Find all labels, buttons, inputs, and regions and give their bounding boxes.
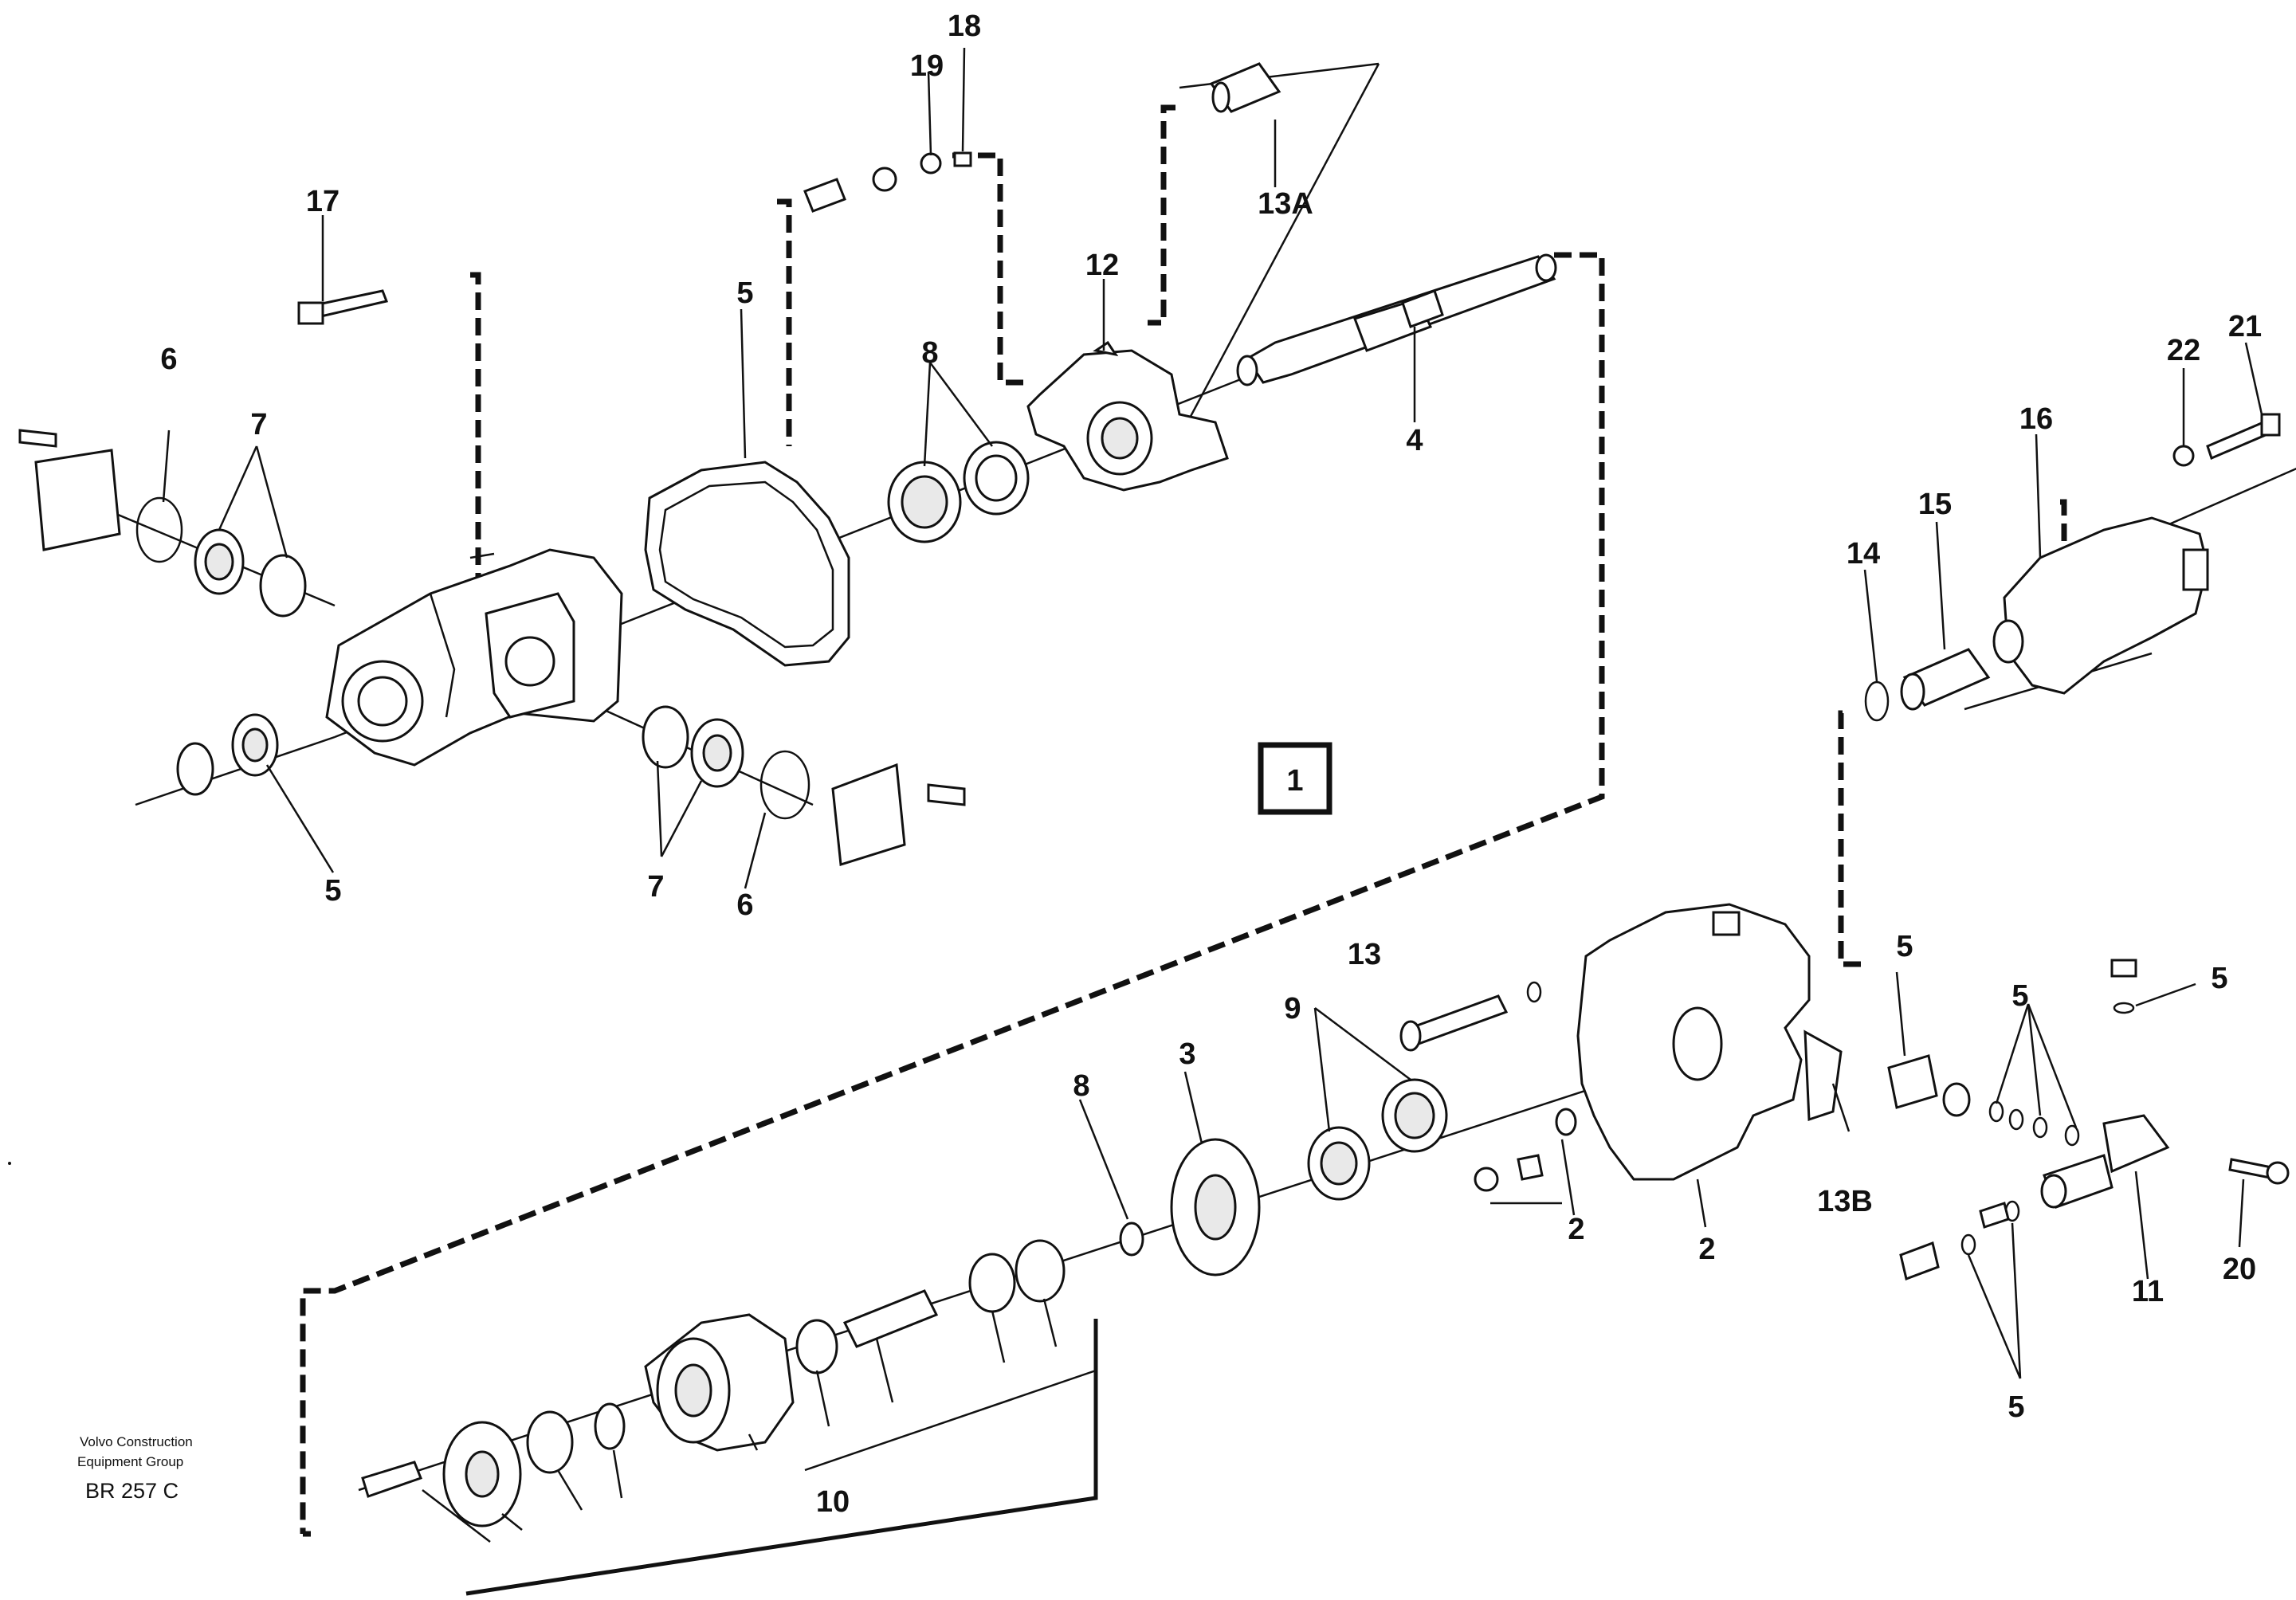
- label-21: 21: [2228, 310, 2262, 343]
- credit-block: Volvo Construction Equipment Group BR 25…: [77, 1434, 193, 1503]
- o-ring-upper-left-6: [135, 496, 183, 563]
- label-5-gasket: 5: [736, 276, 753, 310]
- leader-lines: [162, 47, 2263, 1379]
- o-ring-14: [1864, 680, 1890, 722]
- cover-plate-upper-left: [18, 429, 121, 551]
- label-16: 16: [2019, 402, 2053, 436]
- label-5-top-right: 5: [2211, 962, 2227, 995]
- label-12: 12: [1085, 249, 1119, 282]
- bearing-set-upper-8: [887, 441, 1030, 543]
- coupling-15: [1900, 648, 1991, 711]
- label-5-cover: 5: [1896, 930, 1913, 963]
- pin-13: [1399, 981, 1542, 1052]
- label-5-bottom: 5: [2008, 1390, 2024, 1424]
- label-7-upper: 7: [250, 408, 267, 441]
- bracket-10-ticks: [422, 1298, 1058, 1543]
- screw-washer-21-22: [2172, 413, 2281, 467]
- credit-line-2: Equipment Group: [77, 1454, 183, 1469]
- label-17: 17: [306, 185, 339, 218]
- seal-bearing-left-5: [176, 713, 279, 796]
- label-11: 11: [2132, 1275, 2164, 1308]
- label-6-lower: 6: [736, 888, 753, 922]
- label-5-seals: 5: [2011, 979, 2028, 1013]
- label-9: 9: [1284, 992, 1301, 1025]
- label-19: 19: [910, 49, 944, 83]
- pump-housing: [325, 548, 623, 767]
- label-3: 3: [1179, 1037, 1195, 1071]
- cover-plate-lower: [831, 763, 966, 866]
- lever-11: [2040, 959, 2170, 1209]
- dashed-group-lines: [300, 104, 2067, 1596]
- valve-parts-18-19: [803, 151, 972, 213]
- lower-small-parts-5: [1899, 1200, 2020, 1281]
- label-2-small: 2: [1568, 1213, 1584, 1246]
- label-6-upper: 6: [160, 343, 177, 376]
- label-8-upper: 8: [921, 336, 938, 370]
- sleeve-13a: [1209, 62, 1281, 113]
- label-5-left: 5: [324, 874, 341, 908]
- bearing-lower-7: [642, 705, 744, 788]
- valve-plate-2: [1576, 903, 1843, 1181]
- label-7-lower: 7: [647, 870, 664, 904]
- seal-rings-5: [1942, 1082, 2080, 1147]
- label-18: 18: [948, 10, 981, 43]
- label-2-plate: 2: [1698, 1233, 1715, 1266]
- shaft-4: [1236, 253, 1557, 386]
- bearing-set-9: [1307, 1078, 1448, 1201]
- cradle-part-12: [1026, 340, 1229, 492]
- label-22: 22: [2167, 334, 2200, 367]
- screw-20: [2228, 1158, 2290, 1185]
- bearing-upper-left-7: [194, 528, 307, 618]
- screw-17: [297, 289, 389, 325]
- bracket-10: [804, 1319, 1097, 1472]
- washer-lower-8: [1119, 1222, 1144, 1257]
- label-20: 20: [2223, 1253, 2256, 1286]
- label-13: 13: [1348, 938, 1381, 971]
- label-10: 10: [816, 1485, 850, 1519]
- rotating-group-10: [361, 1239, 1066, 1527]
- label-8-lower: 8: [1073, 1069, 1089, 1103]
- stray-dot: [8, 1162, 11, 1165]
- callout-box-1: [1258, 742, 1332, 815]
- drawing-code: BR 257 C: [85, 1479, 179, 1503]
- credit-line-1: Volvo Construction: [80, 1434, 193, 1449]
- plate-3: [1170, 1138, 1261, 1276]
- label-13a: 13A: [1258, 187, 1313, 221]
- label-14: 14: [1847, 537, 1880, 571]
- small-cover-5: [1887, 1054, 1938, 1109]
- label-4: 4: [1406, 424, 1423, 457]
- gasket-upper: [644, 461, 850, 667]
- o-ring-lower-6: [759, 750, 810, 820]
- motor-16: [1992, 516, 2209, 695]
- label-1: 1: [1286, 764, 1303, 798]
- label-13b: 13B: [1817, 1185, 1873, 1218]
- small-parts-2: [1474, 1108, 1577, 1205]
- label-15: 15: [1918, 488, 1952, 521]
- part-labels: 17 6 7 5 19 18 13A 12 8 4 5 7 6 22 21 16…: [160, 10, 2262, 1519]
